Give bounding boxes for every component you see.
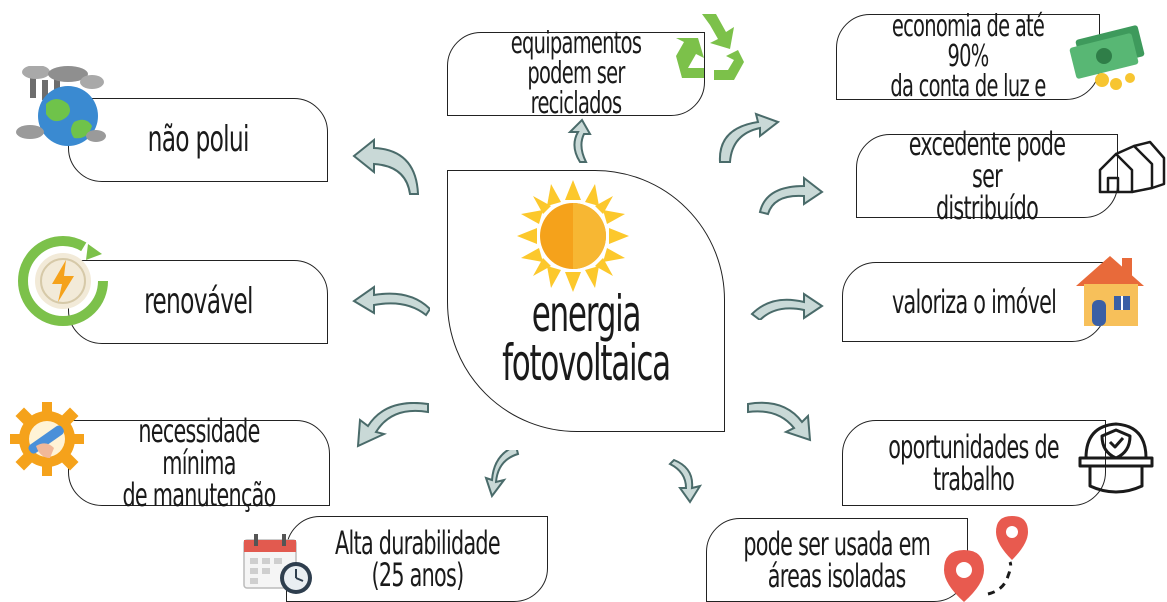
benefit-text-valoriza: valoriza o imóvel [891, 283, 1057, 321]
benefit-text-nao-polui: não polui [147, 119, 249, 160]
arrow-to-economia [718, 112, 780, 163]
arrow-to-reciclados [567, 118, 592, 163]
center-title-line1: energia [531, 285, 642, 343]
benefit-text-renovavel: renovável [143, 281, 253, 322]
benefit-box-valoriza: valoriza o imóvel [842, 262, 1106, 342]
arrow-to-excedente [758, 175, 824, 216]
benefit-text-manutencao: necessidade mínima de manutenção [122, 412, 276, 514]
benefit-box-durabilidade: Alta durabilidade (25 anos) [286, 516, 548, 602]
benefit-text-excedente: excedente pode ser distribuído [908, 125, 1066, 227]
money-icon [1069, 25, 1145, 90]
benefit-box-manutencao: necessidade mínima de manutenção [68, 415, 330, 511]
recycle-icon [676, 14, 744, 80]
benefit-text-isoladas: pode ser usada em áreas isoladas [743, 525, 932, 595]
benefit-box-isoladas: pode ser usada em áreas isoladas [706, 518, 968, 602]
center-title-line2: fotovoltaica [502, 334, 671, 392]
polluted-earth-icon [16, 66, 106, 146]
center-title: energia fotovoltaica [447, 285, 725, 392]
arrow-to-isoladas [668, 458, 702, 504]
benefit-box-renovavel: renovável [68, 260, 328, 344]
calendar-clock-icon [243, 534, 312, 594]
renewable-energy-icon [18, 236, 108, 326]
arrow-to-renovavel [352, 285, 430, 317]
arrow-to-manutencao [356, 402, 429, 448]
arrow-to-durabilidade [484, 450, 520, 498]
benefit-text-reciclados: equipamentos podem ser reciclados [510, 26, 642, 121]
benefit-text-durabilidade: Alta durabilidade (25 anos) [334, 524, 501, 594]
house-icon [1076, 256, 1144, 326]
arrow-to-trabalho [747, 401, 812, 442]
benefit-text-economia: economia de até 90% da conta de luz e [890, 9, 1046, 104]
benefit-text-trabalho: oportunidades de trabalho [888, 428, 1060, 498]
benefit-box-trabalho: oportunidades de trabalho [842, 420, 1106, 506]
benefit-box-economia: economia de até 90% da conta de luz e [836, 9, 1100, 104]
arrow-to-nao-polui [352, 138, 420, 195]
location-pins-icon [944, 516, 1028, 602]
benefit-box-reciclados: equipamentos podem ser reciclados [447, 26, 705, 121]
benefit-box-nao-polui: não polui [68, 98, 328, 182]
arrow-to-valoriza [750, 292, 824, 320]
gear-wrench-icon [10, 402, 84, 476]
houses-icon [1098, 140, 1166, 194]
benefit-box-excedente: excedente pode ser distribuído [856, 128, 1118, 224]
sun-icon [517, 180, 629, 292]
worker-helmet-icon [1078, 422, 1154, 494]
